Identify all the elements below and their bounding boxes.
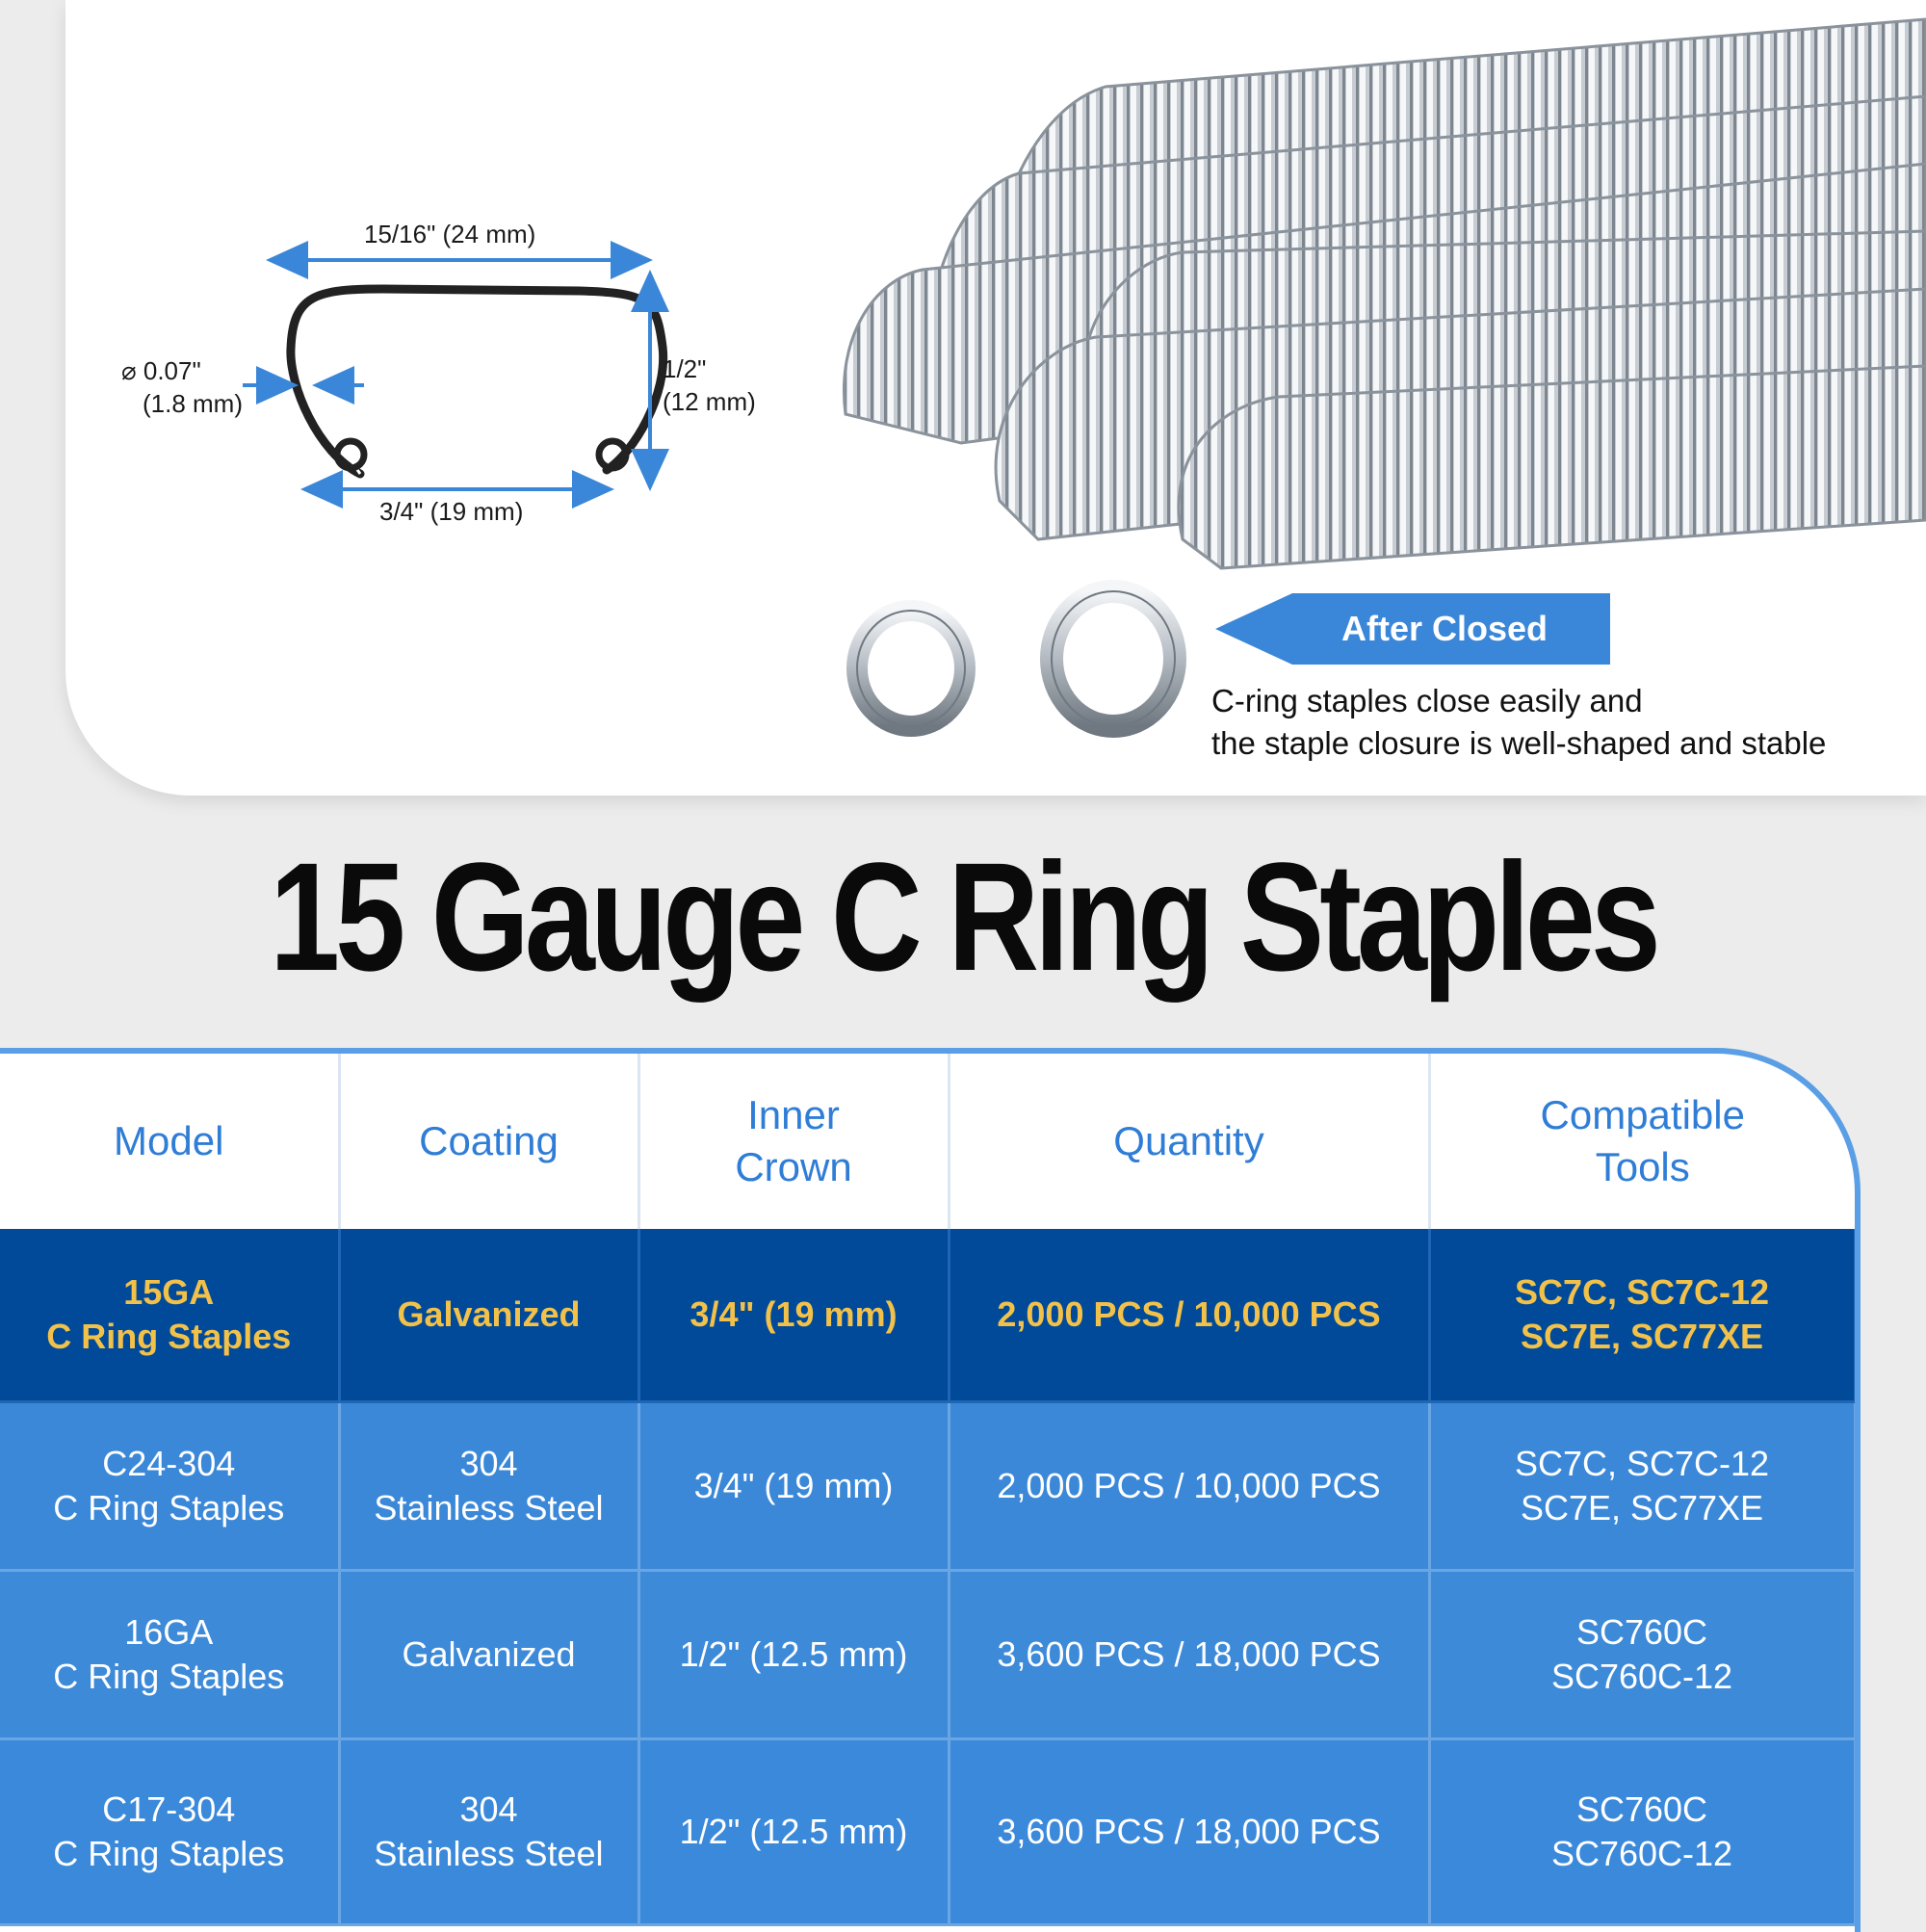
diameter-metric: (1.8 mm)	[143, 389, 243, 418]
header-model: Model	[0, 1054, 341, 1229]
height-value: 1/2"	[663, 354, 707, 383]
cell-inner-crown: 3/4" (19 mm)	[638, 1229, 950, 1403]
caption-line-2: the staple closure is well-shaped and st…	[1211, 725, 1827, 761]
cell-inner-crown: 1/2" (12.5 mm)	[638, 1738, 950, 1926]
cell-coating: Galvanized	[339, 1229, 640, 1403]
cell-inner-crown: 1/2" (12.5 mm)	[638, 1570, 950, 1740]
after-closed-caption: C-ring staples close easily and the stap…	[1211, 680, 1826, 765]
cell-quantity: 3,600 PCS / 18,000 PCS	[949, 1738, 1431, 1926]
staple-strips-illustration	[843, 17, 1926, 570]
top-feature-card: 15/16" (24 mm) ⌀ 0.07" (1.8 mm) 1/2" (12…	[65, 0, 1926, 796]
header-quantity: Quantity	[949, 1054, 1431, 1229]
caption-line-1: C-ring staples close easily and	[1211, 683, 1643, 718]
after-closed-banner	[1215, 593, 1610, 665]
cell-coating: Galvanized	[339, 1570, 640, 1740]
cell-quantity: 3,600 PCS / 18,000 PCS	[949, 1570, 1431, 1740]
closed-ring-right	[1040, 580, 1186, 738]
diameter-dimension-label: ⌀ 0.07" (1.8 mm)	[121, 354, 243, 420]
height-dimension-label: 1/2" (12 mm)	[663, 352, 756, 418]
cell-quantity: 2,000 PCS / 10,000 PCS	[949, 1229, 1431, 1403]
width-dimension-label: 15/16" (24 mm)	[364, 220, 536, 248]
diameter-value: ⌀ 0.07"	[121, 356, 201, 385]
staple-dimension-diagram	[243, 17, 1926, 738]
height-metric: (12 mm)	[663, 387, 756, 416]
page-title: 15 Gauge C Ring Staples	[270, 830, 1661, 1003]
cell-quantity: 2,000 PCS / 10,000 PCS	[949, 1401, 1431, 1572]
header-coating: Coating	[339, 1054, 640, 1229]
after-closed-label: After Closed	[1340, 609, 1549, 648]
inner-dimension-label: 3/4" (19 mm)	[379, 497, 524, 526]
cell-inner-crown: 3/4" (19 mm)	[638, 1401, 950, 1572]
closed-ring-left	[846, 600, 976, 737]
